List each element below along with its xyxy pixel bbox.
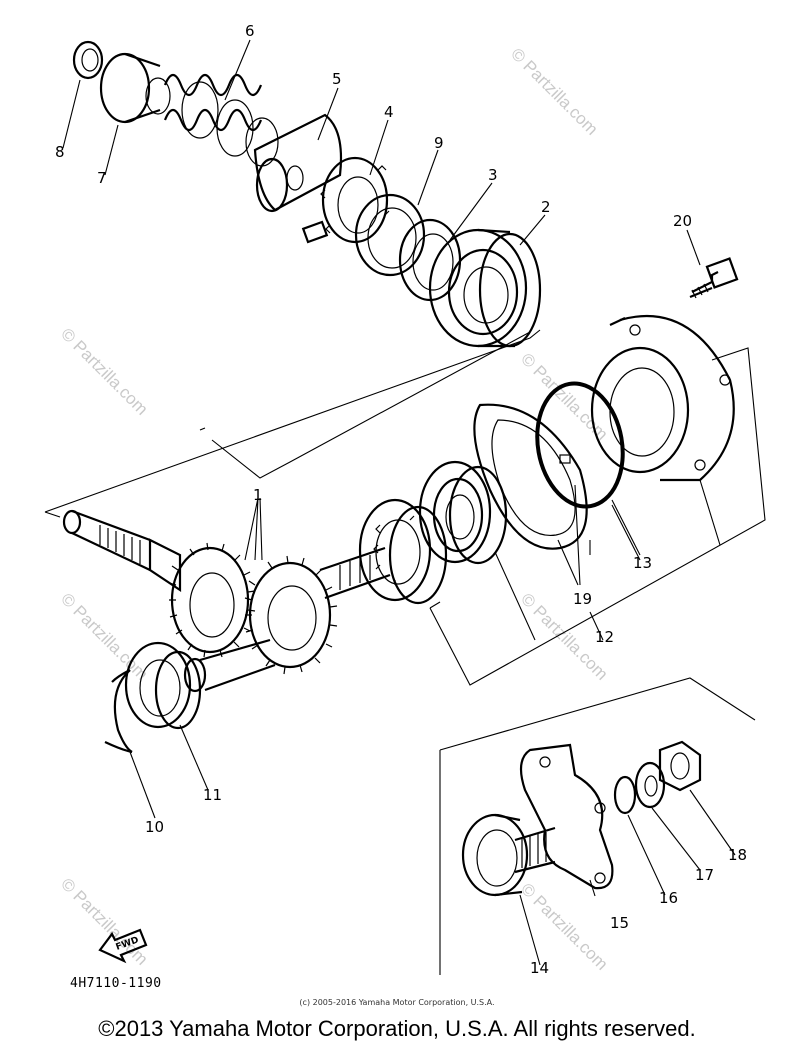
watermark: © Partzilla.com <box>57 589 151 683</box>
callout-3: 3 <box>488 166 498 184</box>
bearing-in-set-12 <box>418 460 508 565</box>
diagram-code: 4H7110-1190 <box>70 976 162 991</box>
bearing-part-2 <box>428 228 542 348</box>
circlip-part-8 <box>72 40 104 80</box>
callout-16: 16 <box>659 889 678 907</box>
watermark: © Partzilla.com <box>57 324 151 418</box>
small-copyright: (c) 2005-2016 Yamaha Motor Corporation, … <box>299 998 495 1007</box>
clutch-dog-part-4 <box>301 156 390 244</box>
callout-5: 5 <box>332 70 342 88</box>
callout-7: 7 <box>97 169 107 187</box>
drive-shaft-gear-assembly <box>62 509 391 754</box>
bolt-part-20 <box>689 257 739 299</box>
footer-copyright: ©2013 Yamaha Motor Corporation, U.S.A. A… <box>98 1016 696 1041</box>
callout-8: 8 <box>55 143 65 161</box>
shim-part-19 <box>473 403 588 550</box>
callout-12: 12 <box>595 628 614 646</box>
callout-13: 13 <box>633 554 652 572</box>
bearing-housing-assembly <box>358 314 735 605</box>
callout-11: 11 <box>203 786 222 804</box>
callout-2: 2 <box>541 198 551 216</box>
ring-gear-left <box>168 542 256 658</box>
callout-labels: 6 5 4 9 3 2 20 8 7 1 13 19 12 11 10 18 1… <box>55 22 747 977</box>
watermark: © Partzilla.com <box>507 44 601 138</box>
ring-gear-right <box>244 555 338 675</box>
bracket-set-12 <box>429 347 766 686</box>
callout-18: 18 <box>728 846 747 864</box>
bracket-assembly-1 <box>44 329 541 561</box>
callout-1: 1 <box>253 486 263 504</box>
callout-14: 14 <box>530 959 549 977</box>
cam-sleeve-part-5 <box>253 113 343 213</box>
o-ring-part-13 <box>535 381 625 509</box>
bearing-part-11 <box>124 641 202 730</box>
leader-lines <box>62 39 736 966</box>
hub-assembly <box>461 740 702 897</box>
callout-17: 17 <box>695 866 714 884</box>
washer-part-17 <box>634 761 666 809</box>
splined-coupler <box>358 498 448 605</box>
nut-part-18 <box>658 740 702 792</box>
spring-part-6 <box>163 73 279 167</box>
o-ring-part-16 <box>613 775 637 815</box>
callout-15: 15 <box>610 914 629 932</box>
watermark: © Partzilla.com <box>57 874 151 968</box>
oil-seal-part-14 <box>461 813 529 897</box>
housing-in-set-12 <box>590 314 735 482</box>
watermark-layer: © Partzilla.com © Partzilla.com © Partzi… <box>57 44 611 973</box>
input-shaft <box>62 509 182 593</box>
callout-10: 10 <box>145 818 164 836</box>
callout-19: 19 <box>573 590 592 608</box>
upper-shaft-assembly <box>72 40 542 348</box>
callout-4: 4 <box>384 103 394 121</box>
wave-washer-part-9 <box>354 193 426 277</box>
hub-flange-part-15 <box>514 743 614 890</box>
callout-6: 6 <box>245 22 255 40</box>
bracket-hub-assembly <box>439 677 756 975</box>
callout-20: 20 <box>673 212 692 230</box>
spring-seat-part-7 <box>99 52 171 124</box>
output-pinion-shaft <box>183 546 391 693</box>
callout-9: 9 <box>434 134 444 152</box>
circlip-part-10 <box>104 669 133 754</box>
